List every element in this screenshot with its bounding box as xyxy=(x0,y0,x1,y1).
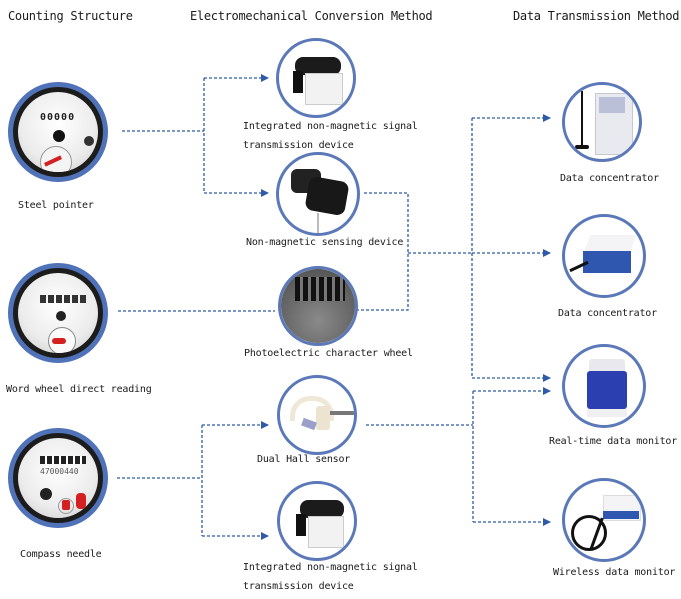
label-compass-needle: Compass needle xyxy=(20,549,102,560)
label-line-2: transmission device xyxy=(243,581,354,592)
label-wireless-monitor: Wireless data monitor xyxy=(553,567,676,578)
label-dual-hall-sensor: Dual Hall sensor xyxy=(257,454,351,465)
header-transmission-method: Data Transmission Method xyxy=(513,9,680,23)
label-photoelectric-wheel: Photoelectric character wheel xyxy=(244,348,413,359)
integrated-signal-device-icon xyxy=(277,481,357,561)
label-integrated-device-2: Integrated non-magnetic signal transmiss… xyxy=(243,558,418,596)
label-data-concentrator-1: Data concentrator xyxy=(560,173,659,184)
compass-needle-meter-icon: 47000440 xyxy=(8,428,108,528)
integrated-signal-device-icon xyxy=(276,38,356,118)
data-concentrator-box-icon xyxy=(562,214,646,298)
dual-hall-sensor-icon xyxy=(277,375,357,455)
label-non-magnetic-sensor: Non-magnetic sensing device xyxy=(246,237,404,248)
word-wheel-meter-icon xyxy=(8,263,108,363)
meter-register: 00000 xyxy=(40,112,76,123)
label-line-2: transmission device xyxy=(243,140,354,151)
steel-pointer-meter-icon: 00000 xyxy=(8,82,108,182)
label-steel-pointer: Steel pointer xyxy=(18,200,94,211)
data-concentrator-antenna-icon xyxy=(562,82,642,162)
label-word-wheel: Word wheel direct reading xyxy=(6,384,152,395)
wireless-monitor-icon xyxy=(562,478,646,562)
label-integrated-device-1: Integrated non-magnetic signal transmiss… xyxy=(243,117,418,155)
label-line-1: Integrated non-magnetic signal xyxy=(243,121,418,132)
label-line-1: Integrated non-magnetic signal xyxy=(243,562,418,573)
label-data-concentrator-2: Data concentrator xyxy=(558,308,657,319)
header-counting-structure: Counting Structure xyxy=(8,9,133,23)
connector-non-magnetic-out xyxy=(357,192,409,311)
photoelectric-wheel-icon xyxy=(278,266,358,346)
header-conversion-method: Electromechanical Conversion Method xyxy=(190,9,433,23)
label-realtime-monitor: Real-time data monitor xyxy=(549,436,678,447)
non-magnetic-sensor-icon xyxy=(276,152,360,236)
realtime-monitor-icon xyxy=(562,344,646,428)
meter-serial: 47000440 xyxy=(40,467,79,476)
